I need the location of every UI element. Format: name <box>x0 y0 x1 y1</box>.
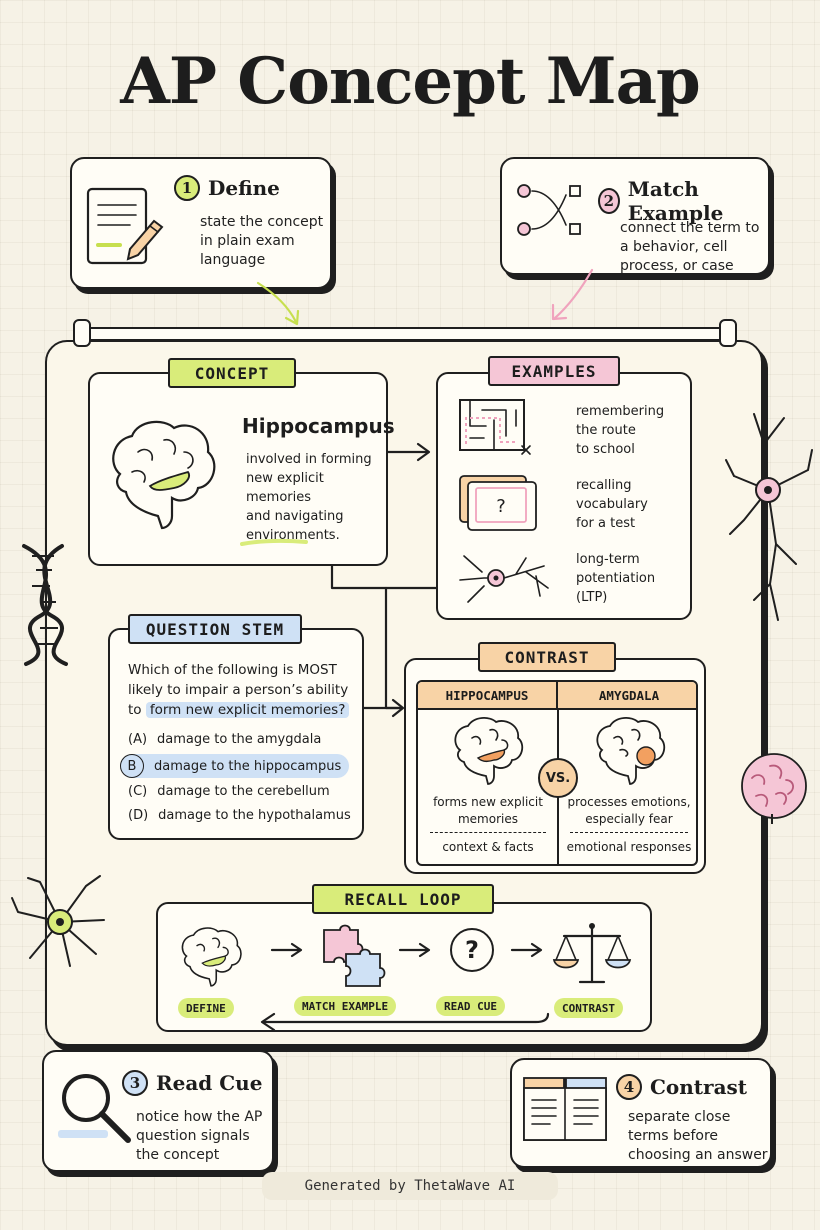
step-card-define: 1 Define state the concept in plain exam… <box>70 157 332 289</box>
contrast-label: CONTRAST <box>478 642 616 672</box>
matching-lines-icon <box>517 184 581 236</box>
step-card-contrast: 4 Contrast separate close terms before c… <box>510 1058 772 1168</box>
step-description: separate close terms before choosing an … <box>628 1109 768 1163</box>
vs-badge: VS. <box>538 758 578 798</box>
step-number-badge: 2 <box>598 188 620 214</box>
footer-credit: Generated by ThetaWave AI <box>262 1172 558 1200</box>
step-title: Match Example <box>627 177 724 225</box>
contrast-footer-right: emotional responses <box>566 840 692 854</box>
loop-step-define: DEFINE <box>178 998 234 1018</box>
brain-icon <box>596 717 666 785</box>
question-circle-icon: ? <box>450 928 494 972</box>
step-description: notice how the AP question signals the c… <box>136 1109 263 1163</box>
loop-step-read-cue: READ CUE <box>436 996 505 1016</box>
example-text: remembering the route to school <box>576 404 665 457</box>
flashcards-icon: ? <box>459 475 537 531</box>
answer-option-d[interactable]: (D)damage to the hypothalamus <box>128 808 351 823</box>
question-stem-label: QUESTION STEM <box>128 614 302 644</box>
step-number-badge: 1 <box>174 175 200 201</box>
scale-icon <box>552 923 632 984</box>
magnifier-icon <box>58 1074 131 1143</box>
step-title: Read Cue <box>156 1071 263 1095</box>
brain-icon <box>454 717 524 785</box>
dna-icon <box>22 544 68 666</box>
contrast-footer-left: context & facts <box>442 840 534 854</box>
step-description: connect the term to a behavior, cell pro… <box>620 220 760 274</box>
neuron-icon <box>459 555 549 603</box>
page-title: AP Concept Map <box>120 44 701 119</box>
contrast-header-left: HIPPOCAMPUS <box>418 682 558 710</box>
brain-icon <box>181 927 242 987</box>
open-book-icon <box>523 1077 607 1141</box>
step-number-badge: 4 <box>616 1074 642 1100</box>
contrast-desc-right: processes emotions, especially fear <box>567 795 691 826</box>
brain-pink-icon <box>741 753 807 824</box>
brain-icon <box>112 420 216 530</box>
contrast-header-right: AMYGDALA <box>558 682 696 710</box>
step-title: Contrast <box>650 1075 748 1099</box>
step-card-match-example: 2 Match Example connect the term to a be… <box>500 157 770 275</box>
example-text: recalling vocabulary for a test <box>576 478 648 531</box>
step-number-badge: 3 <box>122 1070 148 1096</box>
highlighted-phrase: form new explicit memories? <box>145 702 350 718</box>
answer-option-b[interactable]: B damage to the hippocampus <box>120 754 350 778</box>
contrast-desc-left: forms new explicit memories <box>433 795 543 826</box>
example-text: long-term potentiation (LTP) <box>576 552 656 605</box>
contrast-table: HIPPOCAMPUS AMYGDALA VS. forms new expli… <box>416 680 698 866</box>
arrow-right-icon <box>510 942 543 958</box>
neuron-green-icon <box>11 875 105 967</box>
neuron-pink-icon <box>725 413 813 621</box>
notepad-pencil-icon <box>86 187 164 265</box>
selected-answer-badge: B <box>120 754 144 778</box>
loop-step-match-example: MATCH EXAMPLE <box>294 996 397 1016</box>
step-title: Define <box>208 176 280 200</box>
answer-option-a[interactable]: (A)damage to the amygdala <box>128 732 322 747</box>
svg-text:?: ? <box>496 496 506 517</box>
contrast-panel: HIPPOCAMPUS AMYGDALA VS. forms new expli… <box>404 658 706 874</box>
arrow-right-icon <box>398 942 431 958</box>
recall-loop-panel: ? DEFINE MATCH EXAMPLE READ CUE CONTRAST <box>156 902 652 1032</box>
answer-option-c[interactable]: (C)damage to the cerebellum <box>128 784 330 799</box>
recall-loop-label: RECALL LOOP <box>312 884 494 914</box>
question-stem-panel: Which of the following is MOST likely to… <box>108 628 364 840</box>
question-stem: Which of the following is MOST likely to… <box>128 662 350 718</box>
examples-label: EXAMPLES <box>488 356 620 386</box>
loop-step-contrast: CONTRAST <box>554 998 623 1018</box>
arrow-right-icon <box>270 942 303 958</box>
step-description: state the concept in plain exam language <box>200 214 324 268</box>
highlight-stroke <box>240 538 308 546</box>
maze-icon <box>459 399 531 455</box>
concept-term: Hippocampus <box>242 414 395 438</box>
concept-panel: Hippocampus involved in forming new expl… <box>88 372 395 566</box>
step-card-read-cue: 3 Read Cue notice how the AP question si… <box>42 1050 274 1172</box>
board-top-rail <box>73 319 737 347</box>
examples-panel: remembering the route to school ? recall… <box>436 372 692 620</box>
puzzle-icon <box>323 924 386 987</box>
concept-label: CONCEPT <box>168 358 296 388</box>
